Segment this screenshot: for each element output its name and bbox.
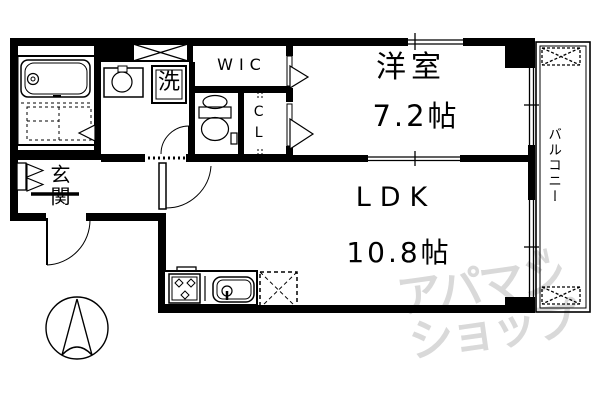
partition-window bbox=[368, 151, 460, 166]
stove-icon bbox=[168, 273, 201, 304]
walls bbox=[10, 38, 535, 313]
washroom bbox=[103, 65, 190, 160]
closet-label: CL bbox=[250, 104, 267, 146]
toilet-tank-icon bbox=[202, 94, 228, 110]
cl-door-icon bbox=[289, 117, 315, 151]
kitchen bbox=[163, 266, 298, 309]
shoe-cabinet-icon bbox=[16, 162, 27, 191]
balcony-outline bbox=[535, 41, 591, 313]
washroom-door-icon bbox=[143, 125, 190, 160]
windows bbox=[368, 33, 539, 297]
entrance-label: 玄関 bbox=[47, 164, 71, 208]
toilet bbox=[198, 94, 238, 145]
western-room-size: 7.2帖 bbox=[372, 99, 460, 133]
ldk-size: 10.8帖 bbox=[346, 236, 452, 269]
fridge-space-icon bbox=[259, 271, 298, 309]
western-room-label: 洋室 bbox=[376, 50, 446, 85]
balcony-service-box-top bbox=[541, 47, 581, 66]
ldk-door-icon bbox=[158, 162, 212, 210]
bathroom bbox=[16, 55, 97, 146]
bath-door-icon bbox=[77, 124, 96, 142]
entrance-area bbox=[16, 162, 91, 266]
wic-label: WIC bbox=[217, 55, 267, 74]
balcony-label: バルコニー bbox=[545, 127, 562, 205]
paper-holder-icon bbox=[230, 132, 238, 145]
pipe-space-box bbox=[132, 43, 189, 62]
bath-floor bbox=[21, 102, 92, 141]
laundry-label: 洗 bbox=[158, 70, 181, 95]
washer-box bbox=[151, 65, 187, 104]
washbasin-icon bbox=[103, 65, 144, 98]
ldk-label: LDK bbox=[355, 182, 437, 213]
bedroom-doors bbox=[286, 55, 315, 151]
top-window bbox=[408, 33, 463, 50]
bath-faucet-icon bbox=[26, 72, 40, 86]
bathtub bbox=[20, 59, 91, 98]
sink-icon bbox=[212, 276, 255, 303]
balcony-service-box-bottom bbox=[541, 286, 581, 305]
toilet-bowl-icon bbox=[200, 116, 230, 142]
closet-marks bbox=[257, 88, 263, 160]
entrance-door-icon bbox=[46, 218, 91, 266]
wic-door-icon bbox=[289, 64, 310, 90]
compass-icon bbox=[45, 296, 109, 360]
